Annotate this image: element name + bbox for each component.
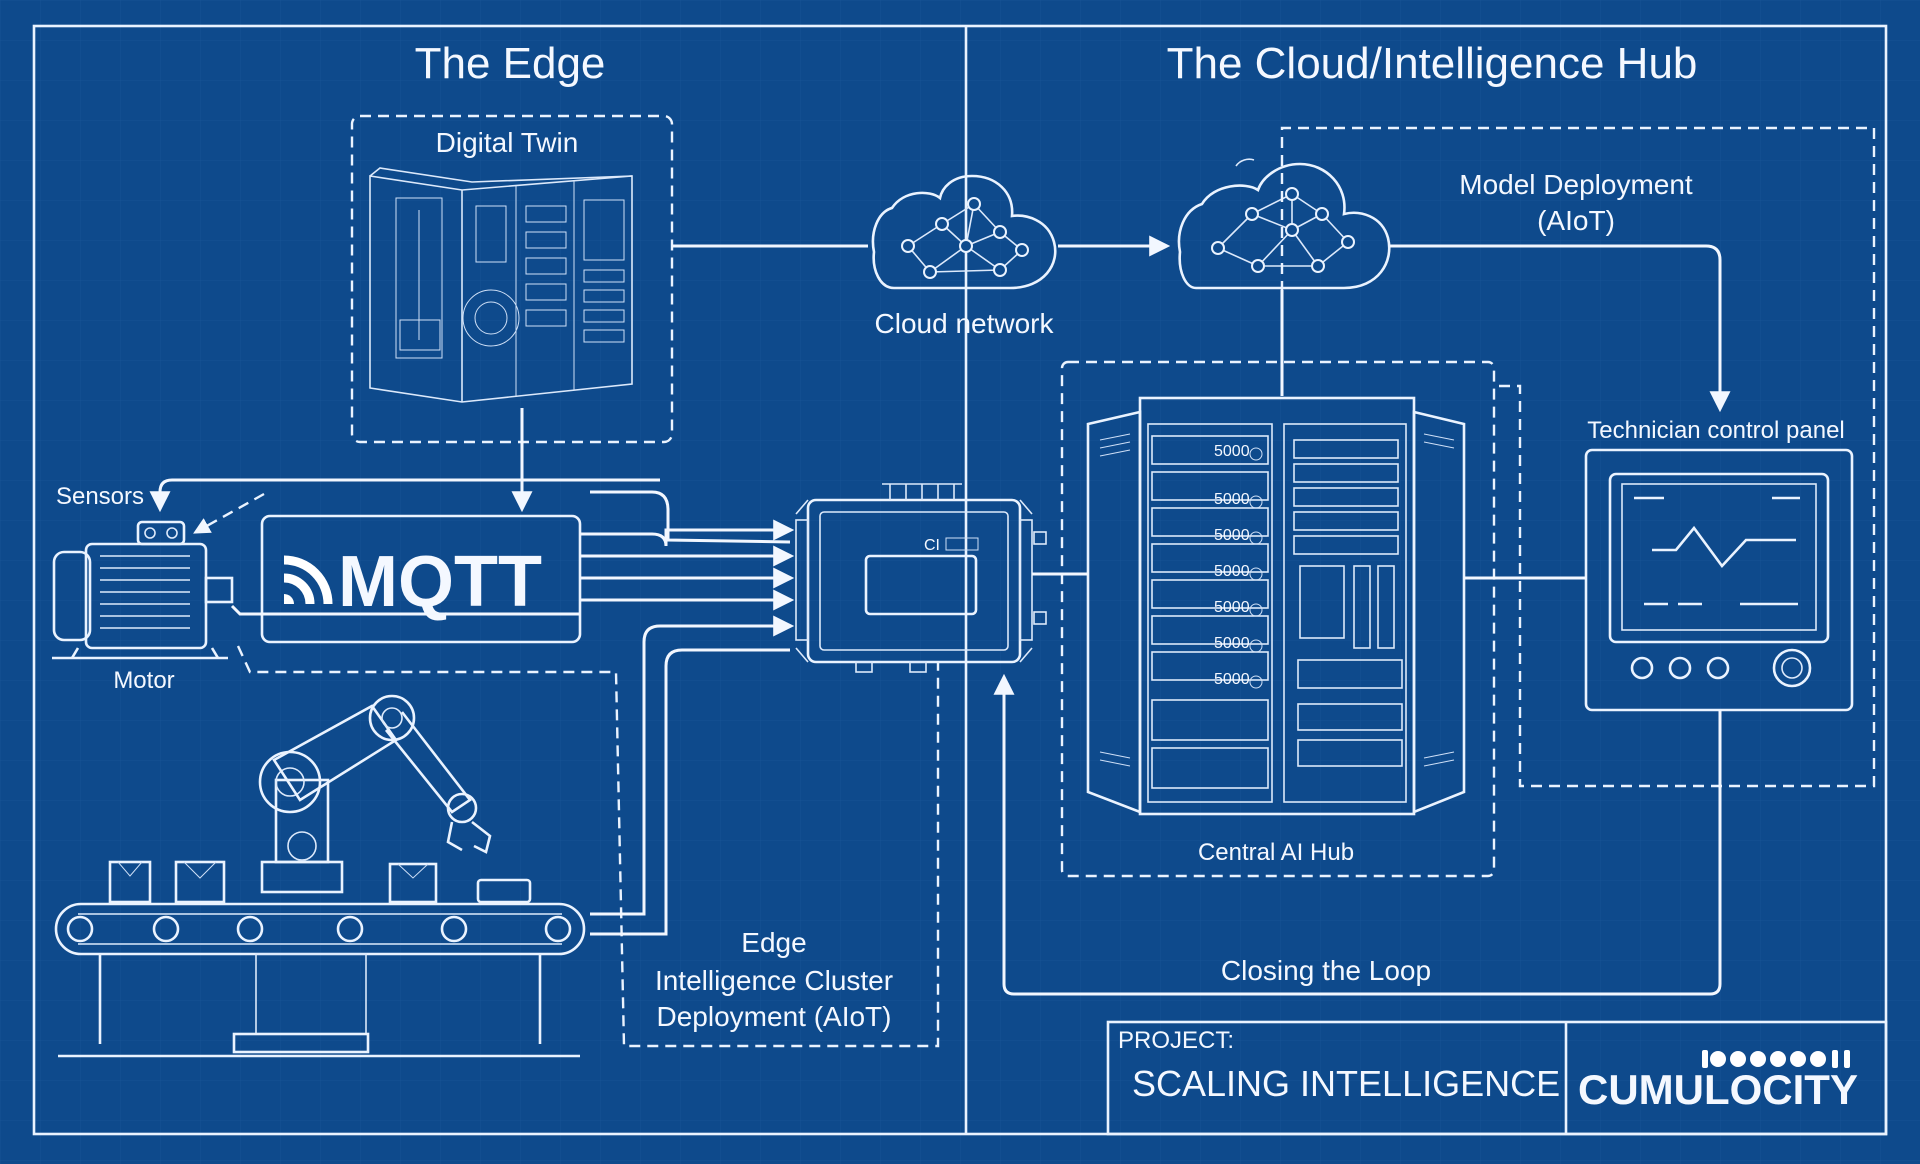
- project-name: SCALING INTELLIGENCE: [1132, 1063, 1560, 1104]
- conveyor-icon: [54, 860, 586, 1058]
- model-deployment-boundary: [1280, 126, 1876, 788]
- ai-cloud-group: [1177, 158, 1391, 290]
- digital-twin-group: Digital Twin: [350, 114, 674, 444]
- model-deployment-label-line2: (AIoT): [1537, 205, 1615, 236]
- flow-lines: [149, 235, 1731, 996]
- mqtt-label: MQTT: [338, 542, 542, 622]
- sensor-icon: [136, 520, 186, 546]
- cumulocity-dots-icon: [1702, 1050, 1850, 1068]
- server-tag: 5000: [1214, 671, 1250, 688]
- closing-loop-label: Closing the Loop: [1221, 955, 1431, 986]
- edge-cluster-label-line1: Edge: [741, 927, 806, 958]
- blueprint-frame: [32, 24, 1888, 1136]
- sensors-label: Sensors: [56, 483, 144, 510]
- edge-cluster-label-line3: Deployment (AIoT): [657, 1001, 892, 1032]
- server-tag: 5000: [1214, 527, 1250, 544]
- ai-cloud-icon: [1177, 162, 1391, 290]
- edge-cluster-boundary: [236, 645, 940, 1048]
- gateway-tag: CI: [924, 537, 940, 554]
- server-tag: 5000: [1214, 599, 1250, 616]
- central-ai-hub-group: 5000 5000 5000 5000 5000 5000 5000: [1060, 360, 1496, 878]
- motor-icon: [52, 542, 234, 660]
- digital-twin-boundary: [350, 114, 674, 444]
- ai-hub-boundary: [1060, 360, 1496, 878]
- title-block: PROJECT: SCALING INTELLIGENCE CUMULOCITY: [1106, 1020, 1888, 1136]
- technician-panel-label: Technician control panel: [1587, 417, 1845, 444]
- server-rack-icon: 5000 5000 5000 5000 5000 5000 5000: [1086, 396, 1466, 816]
- model-deployment-label-line1: Model Deployment: [1459, 169, 1693, 200]
- project-label: PROJECT:: [1118, 1027, 1234, 1054]
- cloud-network-icon: [871, 174, 1057, 290]
- control-panel-icon: [1584, 448, 1854, 712]
- cloud-section-title: The Cloud/Intelligence Hub: [1167, 39, 1698, 88]
- digital-twin-label: Digital Twin: [436, 127, 579, 158]
- edge-cluster-label-line2: Intelligence Cluster: [655, 965, 893, 996]
- edge-gateway-icon: CI: [795, 483, 1047, 673]
- edge-section-title: The Edge: [415, 39, 606, 88]
- digital-twin-cabinet-icon: [369, 167, 633, 403]
- sensor-dashed-arrow: [193, 492, 265, 534]
- mqtt-signal-icon: [283, 555, 333, 605]
- cloud-network-label: Cloud network: [875, 308, 1055, 339]
- server-tag: 5000: [1214, 491, 1250, 508]
- robot-arm-icon: [258, 694, 492, 894]
- brand-name: CUMULOCITY: [1578, 1066, 1858, 1113]
- server-tag: 5000: [1214, 635, 1250, 652]
- server-tag: 5000: [1214, 443, 1250, 460]
- server-tag: 5000: [1214, 563, 1250, 580]
- central-ai-hub-label: Central AI Hub: [1198, 839, 1354, 866]
- motor-label: Motor: [113, 667, 174, 694]
- cloud-network-group: Cloud network: [871, 174, 1057, 339]
